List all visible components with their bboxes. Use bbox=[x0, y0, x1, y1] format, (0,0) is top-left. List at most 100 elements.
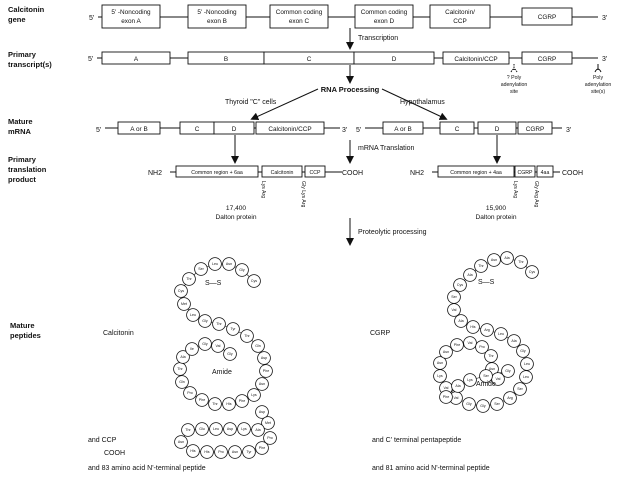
ccp-residue bbox=[200, 445, 214, 459]
cgrp-residue-label: Leu bbox=[498, 332, 504, 336]
label-primary-translation-3: product bbox=[8, 175, 36, 184]
svg-text:exon C: exon C bbox=[289, 18, 310, 25]
gene-exon-d: Common coding exon D bbox=[354, 4, 414, 29]
mrna-left: 5' 3' A or B C D Calcitonin/CCP bbox=[96, 121, 347, 135]
ccp-residue-label: Pro bbox=[267, 436, 273, 440]
ccp-residue-label: Thr bbox=[185, 428, 191, 432]
calcitonin-residue bbox=[222, 257, 236, 271]
cgrp-residue bbox=[514, 255, 528, 269]
mrna-right: 5' 3' A or B C D CGRP bbox=[356, 121, 571, 135]
cgrp-residue bbox=[439, 345, 453, 359]
svg-text:CCP: CCP bbox=[453, 18, 467, 25]
transcript-five-prime: 5' bbox=[88, 56, 93, 63]
svg-text:exon B: exon B bbox=[207, 18, 227, 25]
svg-text:Gly Lys Arg: Gly Lys Arg bbox=[300, 181, 306, 207]
calcitonin-residue bbox=[194, 262, 208, 276]
svg-text:D: D bbox=[232, 126, 237, 133]
proteolytic-label: Proteolytic processing bbox=[358, 229, 427, 236]
calcitonin-residue-label: Asn bbox=[226, 262, 232, 266]
svg-text:D: D bbox=[495, 126, 500, 133]
cgrp-peptide: CysThrAlaAsnThrAlaCysSerValAlaHisArgLeuA… bbox=[433, 251, 539, 413]
svg-text:Common coding: Common coding bbox=[361, 9, 408, 16]
svg-text:Lys Arg: Lys Arg bbox=[512, 181, 518, 198]
gene-exon-b: 5' -Noncoding exon B bbox=[187, 4, 247, 29]
svg-text:B: B bbox=[224, 56, 228, 63]
ccp-cooh-label: COOH bbox=[104, 450, 125, 457]
calcitonin-residue bbox=[251, 339, 265, 353]
cgrp-residue bbox=[474, 259, 488, 273]
cgrp-residue-label: Leu bbox=[523, 375, 529, 379]
calcitonin-residue bbox=[177, 297, 191, 311]
calcitonin-residue-label: Thr bbox=[212, 402, 218, 406]
ccp-residue-label: Glu bbox=[199, 427, 205, 431]
calcitonin-residue bbox=[259, 364, 273, 378]
calcitonin-residue bbox=[195, 393, 209, 407]
cgrp-residue-label: Cys bbox=[457, 283, 463, 287]
cgrp-residue-label: Arg bbox=[507, 396, 513, 400]
ccp-residue bbox=[223, 422, 237, 436]
calcitonin-residue bbox=[240, 329, 254, 343]
svg-text:Gly Arg Arg: Gly Arg Arg bbox=[533, 181, 539, 207]
cgrp-residue-label: Gly bbox=[505, 369, 511, 373]
cgrp-residue-label: Val bbox=[452, 308, 457, 312]
transcript-box-cgrp: CGRP bbox=[521, 51, 573, 65]
label-mature-peptides-2: peptides bbox=[10, 331, 41, 340]
calcitonin-residue-label: Thr bbox=[216, 322, 222, 326]
poly-site-2-line3: site(s) bbox=[591, 89, 605, 95]
label-mature-peptides-1: Mature bbox=[10, 321, 35, 330]
ccp-residue bbox=[209, 422, 223, 436]
cgrp-residue-label: Leu bbox=[524, 362, 530, 366]
gene-three-prime: 3' bbox=[602, 15, 607, 22]
cgrp-residue-label: Ala bbox=[458, 319, 463, 323]
svg-text:CCP: CCP bbox=[310, 170, 321, 176]
ccp-residue bbox=[237, 422, 251, 436]
cgrp-residue bbox=[475, 340, 489, 354]
cgrp-residue-label: Lys bbox=[437, 374, 443, 378]
calcitonin-residue bbox=[226, 322, 240, 336]
cgrp-residue bbox=[450, 338, 464, 352]
label-primary-translation-2: translation bbox=[8, 165, 47, 174]
cgrp-residue-label: Asn bbox=[491, 258, 497, 262]
svg-text:exon A: exon A bbox=[121, 18, 141, 25]
transcript-box-calcitonin-ccp: Calcitonin/CCP bbox=[442, 51, 510, 65]
ccp-residue bbox=[255, 405, 269, 419]
ccp-residue bbox=[214, 445, 228, 459]
protein-right: NH2 Common region + 4aa CGRP 4aa COOH Ly… bbox=[410, 165, 583, 221]
svg-text:4aa: 4aa bbox=[541, 170, 550, 176]
calcitonin-residue-label: Met bbox=[181, 302, 187, 306]
ccp-residue bbox=[181, 423, 195, 437]
cgrp-residue-label: Phe bbox=[443, 395, 449, 399]
calcitonin-residue-label: Gln bbox=[179, 380, 185, 384]
svg-text:CGRP: CGRP bbox=[538, 14, 556, 21]
cgrp-name: CGRP bbox=[370, 330, 391, 337]
ccp-residue-label: Asp bbox=[259, 410, 265, 414]
cgrp-residue-label: Thr bbox=[478, 264, 484, 268]
poly-site-1-line3: site bbox=[510, 89, 518, 95]
svg-text:Dalton protein: Dalton protein bbox=[475, 214, 516, 221]
svg-text:15,900: 15,900 bbox=[486, 205, 507, 212]
ccp-residue-label: Phe bbox=[259, 446, 265, 450]
ccp-residue-label: His bbox=[204, 450, 209, 454]
calcitonin-residue-label: His bbox=[226, 402, 231, 406]
calcitonin-residue-label: Val bbox=[216, 344, 221, 348]
calcitonin-residue-label: Tyr bbox=[231, 327, 237, 331]
calcitonin-name: Calcitonin bbox=[103, 330, 134, 337]
svg-text:COOH: COOH bbox=[562, 170, 583, 177]
svg-text:Calcitonin/CCP: Calcitonin/CCP bbox=[268, 126, 311, 133]
cgrp-residue bbox=[454, 314, 468, 328]
cgrp-residue bbox=[519, 370, 533, 384]
calcitonin-residue bbox=[176, 350, 190, 364]
cgrp-residue bbox=[516, 344, 530, 358]
cgrp-residue-label: Ala bbox=[504, 256, 509, 260]
gene-five-prime: 5' bbox=[89, 15, 94, 22]
calcitonin-residue-label: Thr bbox=[186, 277, 192, 281]
calcitonin-residue bbox=[198, 314, 212, 328]
transcript-box-c: C bbox=[263, 51, 355, 65]
svg-text:Calcitonin: Calcitonin bbox=[271, 170, 294, 176]
cgrp-amide: Amide bbox=[476, 381, 496, 388]
calcitonin-residue bbox=[222, 397, 236, 411]
cgrp-residue-label: Gly bbox=[480, 404, 486, 408]
calcitonin-residue bbox=[208, 257, 222, 271]
mrna-translation-label: mRNA Translation bbox=[358, 145, 415, 152]
